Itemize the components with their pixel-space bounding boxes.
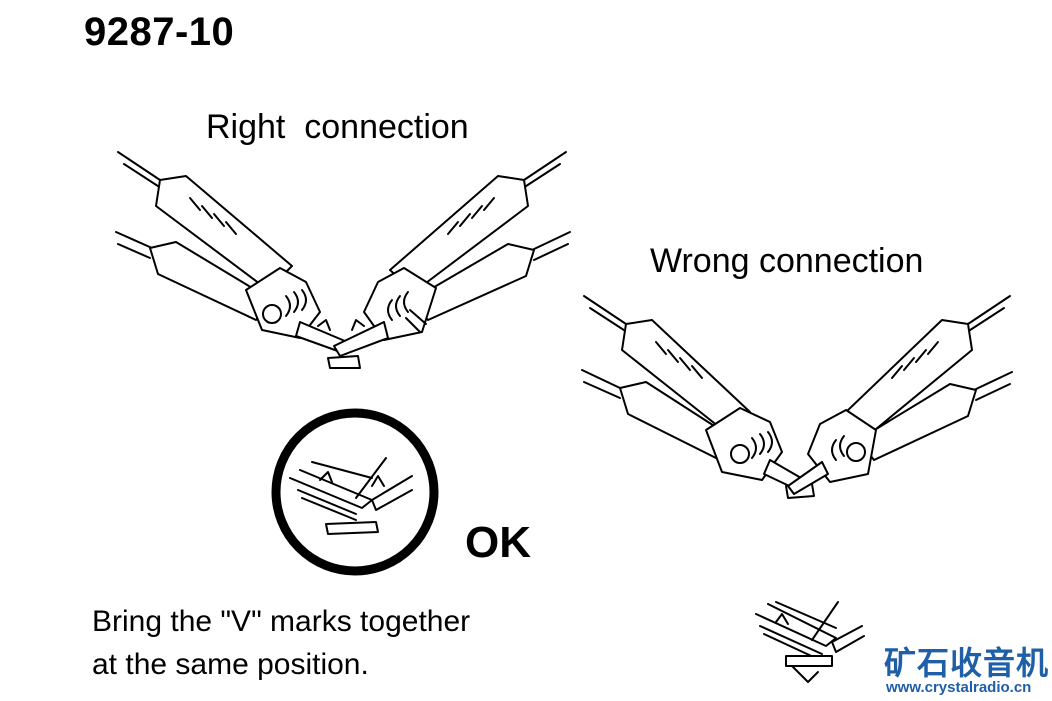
wrong-connection-label: Wrong connection [650, 242, 924, 280]
wrong-detail [755, 601, 865, 683]
instruction-line-1: Bring the "V" marks together [92, 605, 471, 638]
right-connection-right-probes [333, 151, 571, 357]
instruction-note: Bring the "V" marks together at the same… [92, 600, 470, 686]
ok-detail-circle [271, 408, 439, 576]
ok-label: OK [465, 518, 531, 567]
wrong-connection-left-probes [581, 295, 815, 499]
right-connection-left-probes [115, 151, 361, 369]
right-connection-label: Right connection [206, 108, 469, 146]
watermark-url: www.crystalradio.cn [886, 679, 1032, 696]
wrong-connection-right-probes [787, 295, 1013, 495]
watermark-logo-text: 矿石收音机 [884, 645, 1050, 681]
instruction-line-2: at the same position. [92, 648, 369, 681]
page-title: 9287-10 [84, 10, 235, 54]
